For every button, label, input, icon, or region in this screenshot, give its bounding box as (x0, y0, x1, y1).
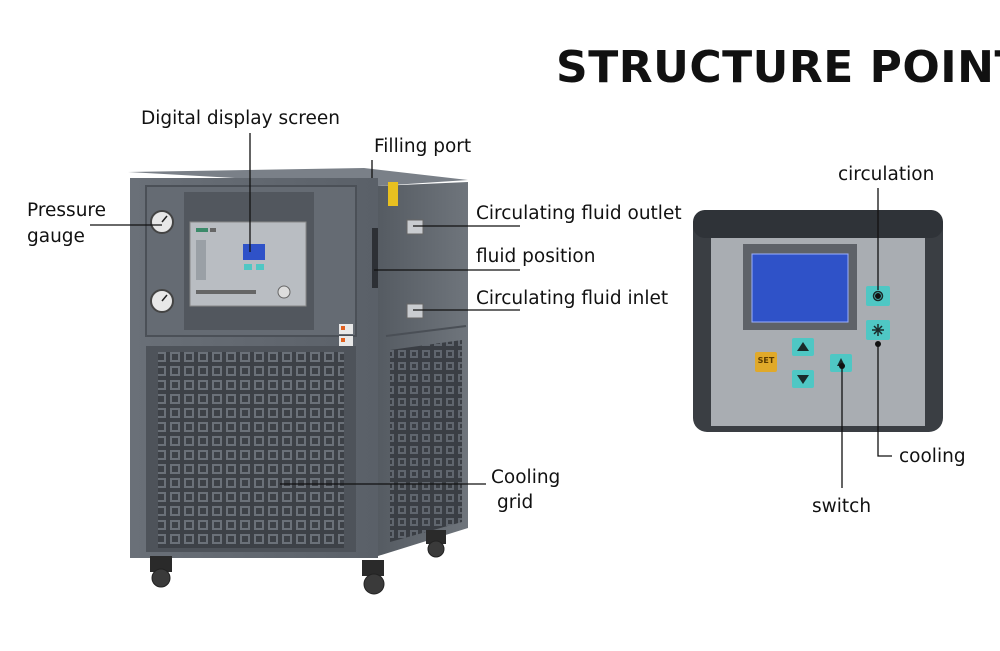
set-button-label: SET (757, 356, 775, 365)
set-button[interactable] (755, 352, 777, 372)
digital-display-label: Digital display screen (141, 108, 340, 129)
snowflake-icon (872, 324, 884, 336)
side-fittings (372, 219, 424, 319)
fluid-position-label: fluid position (476, 246, 596, 267)
down-arrow-icon (797, 375, 809, 384)
fluid-outlet-fitting (406, 219, 424, 235)
circulation-icon (872, 290, 884, 302)
switch-label: switch (812, 496, 872, 517)
fluid-outlet-label: Circulating fluid outlet (476, 203, 682, 224)
up-arrow-icon (797, 342, 809, 351)
pressure-gauge-label-line1: Pressure (27, 200, 106, 221)
digital-display-screen (243, 244, 265, 260)
pressure-gauge-label-line2: gauge (27, 226, 85, 247)
cabinet-control-panel (184, 192, 314, 330)
panel-callout-lines (841, 188, 892, 488)
callout-lines (90, 133, 520, 485)
side-cooling-grid (390, 340, 462, 542)
cooling-grid-label-line2: grid (497, 492, 534, 513)
front-cooling-grid (158, 352, 344, 548)
filling-port-sticker (388, 182, 398, 206)
fluid-level-window (372, 228, 378, 288)
control-panel-closeup (693, 210, 943, 432)
page-title: STRUCTURE POINT (556, 42, 1000, 93)
cooling-grid-label-line1: Cooling (491, 467, 561, 488)
circulation-label: circulation (838, 164, 935, 185)
panel-lcd-screen (752, 254, 848, 322)
pressure-gauges (150, 210, 174, 313)
fluid-inlet-fitting (406, 303, 424, 319)
cooling-label: cooling (899, 446, 966, 467)
filling-port-label: Filling port (374, 136, 472, 157)
fluid-inlet-label: Circulating fluid inlet (476, 288, 669, 309)
casters (150, 530, 446, 595)
